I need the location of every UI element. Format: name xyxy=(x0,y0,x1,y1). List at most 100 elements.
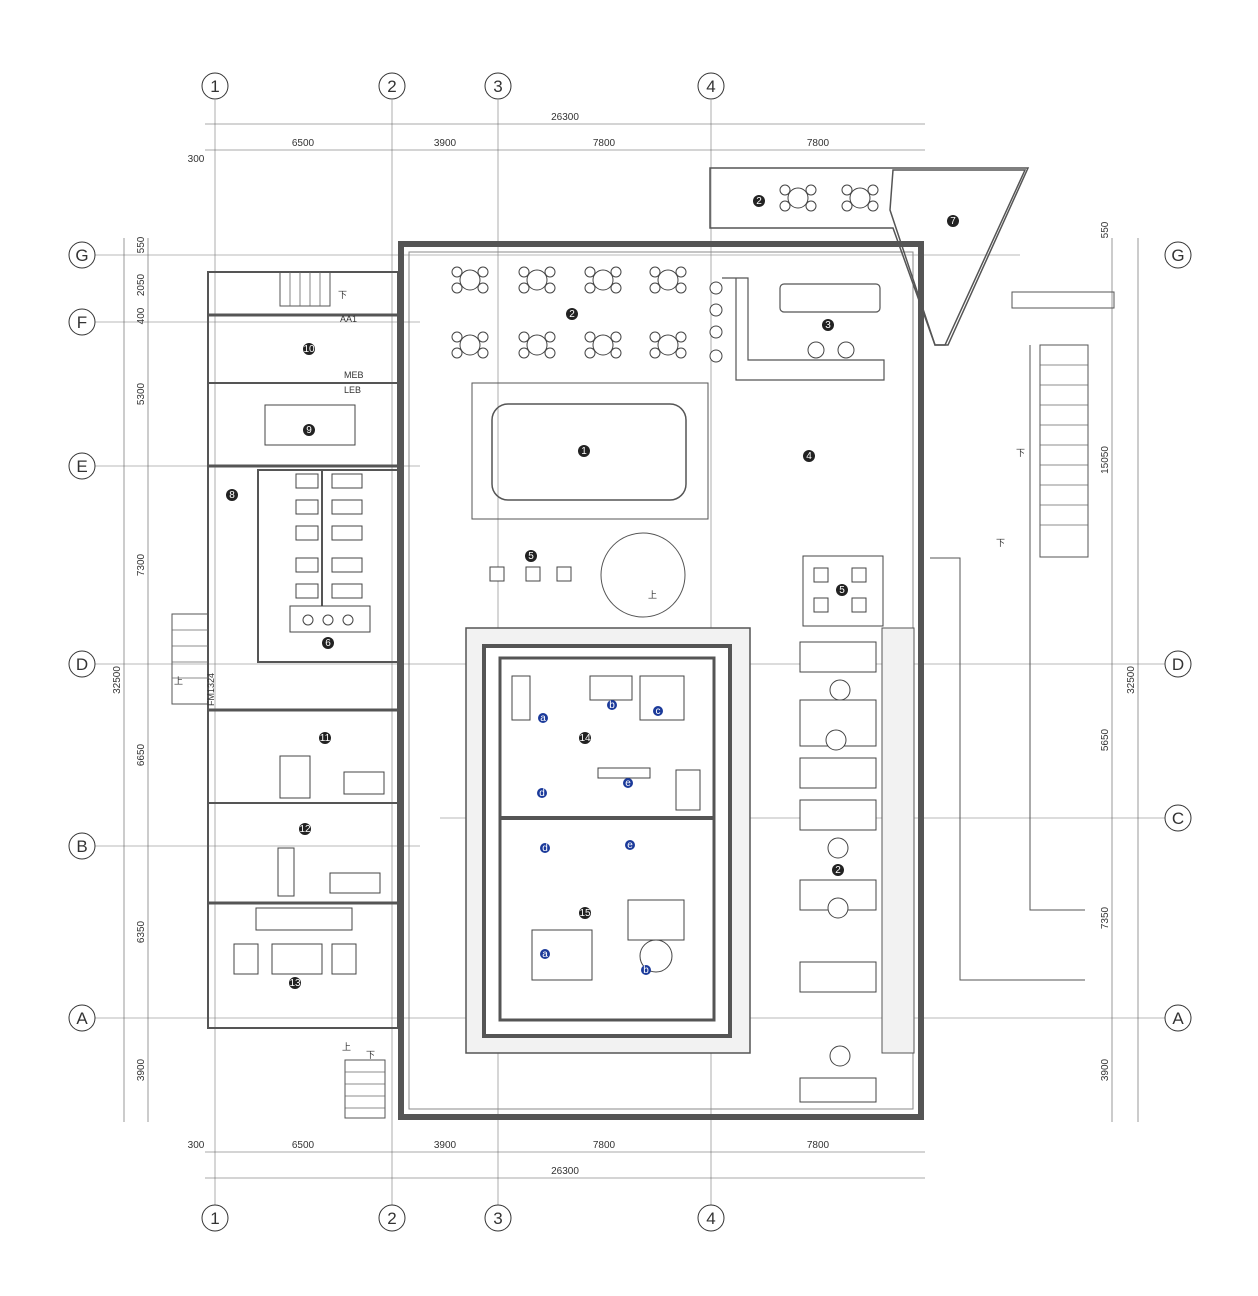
svg-text:B: B xyxy=(76,837,87,856)
dim-bottom-4: 7800 xyxy=(807,1140,830,1151)
room-marker-14: 14 xyxy=(579,732,591,744)
svg-text:4: 4 xyxy=(706,77,715,96)
dim-top-4: 7800 xyxy=(807,138,830,149)
stair-up-label-1: 上 xyxy=(648,590,657,600)
equipment-labels: AA1 MEB LEB FM1324 xyxy=(206,314,364,706)
stair-treads xyxy=(172,272,1088,1109)
dim-left-3: 5300 xyxy=(136,382,147,405)
svg-text:A: A xyxy=(1172,1009,1184,1028)
svg-text:A: A xyxy=(76,1009,88,1028)
axis-left-A: A xyxy=(68,1004,96,1032)
svg-text:C: C xyxy=(1172,809,1184,828)
axis-right-G: G xyxy=(1164,241,1192,269)
dim-bottom-2: 3900 xyxy=(434,1140,457,1151)
axis-left-D: D xyxy=(68,650,96,678)
room-marker-4: 4 xyxy=(803,450,815,462)
stair-up-label-2: 上 xyxy=(174,676,183,686)
dining-tables xyxy=(233,184,884,1103)
svg-text:G: G xyxy=(75,246,88,265)
dim-bottom-3: 7800 xyxy=(593,1140,616,1151)
room-markers: 1 2 2 2 3 4 5 5 6 7 8 9 10 11 12 13 14 1… xyxy=(226,195,959,989)
svg-text:8: 8 xyxy=(229,490,235,501)
svg-text:14: 14 xyxy=(579,733,591,744)
svg-text:12: 12 xyxy=(299,824,311,835)
axis-left-G: G xyxy=(68,241,96,269)
room-marker-15: 15 xyxy=(579,907,591,919)
dim-top-total: 26300 xyxy=(551,112,579,123)
svg-text:2: 2 xyxy=(569,309,575,320)
sub-markers: a b c d e d e a b xyxy=(537,700,663,976)
svg-text:4: 4 xyxy=(706,1209,715,1228)
svg-text:a: a xyxy=(542,949,548,960)
dim-top-3: 7800 xyxy=(593,138,616,149)
svg-text:3: 3 xyxy=(493,1209,502,1228)
stair-labels: 下 下 下 下 上 上 上 xyxy=(174,290,1025,1060)
dim-top-0: 300 xyxy=(188,154,205,165)
room-marker-2c: 2 xyxy=(832,864,844,876)
axis-left-B: B xyxy=(68,832,96,860)
sub-marker-d1: d xyxy=(537,788,547,799)
svg-text:15: 15 xyxy=(579,908,591,919)
svg-text:7: 7 xyxy=(950,216,956,227)
dim-top-1: 6500 xyxy=(292,138,315,149)
svg-text:6: 6 xyxy=(325,638,331,649)
room-marker-11: 11 xyxy=(319,732,331,744)
axis-left-E: E xyxy=(68,452,96,480)
dim-top-2: 3900 xyxy=(434,138,457,149)
svg-text:c: c xyxy=(656,706,661,717)
axis-left-F: F xyxy=(68,308,96,336)
svg-text:2: 2 xyxy=(387,1209,396,1228)
svg-text:5: 5 xyxy=(839,585,845,596)
svg-text:9: 9 xyxy=(306,425,312,436)
room-marker-12: 12 xyxy=(299,823,311,835)
dim-left-0: 550 xyxy=(136,236,147,253)
stair-down-label-4: 下 xyxy=(366,1050,375,1060)
dim-right-total: 32500 xyxy=(1126,666,1137,694)
dim-left-5: 6650 xyxy=(136,743,147,766)
axis-bottom-2: 2 xyxy=(378,1204,406,1232)
dim-right-1: 15050 xyxy=(1100,446,1111,474)
svg-text:d: d xyxy=(542,843,548,854)
svg-text:3: 3 xyxy=(825,320,831,331)
dim-left-7: 3900 xyxy=(136,1058,147,1081)
room-marker-10: 10 xyxy=(303,343,315,355)
sub-marker-d2: d xyxy=(540,843,550,854)
sub-marker-b2: b xyxy=(641,965,651,976)
svg-text:5: 5 xyxy=(528,551,534,562)
stair-down-label-2: 下 xyxy=(1016,448,1025,458)
axis-top-4: 4 xyxy=(697,72,725,100)
label-meb: MEB xyxy=(344,370,364,380)
sub-marker-a2: a xyxy=(540,949,550,960)
label-aa1: AA1 xyxy=(340,314,357,324)
dim-bottom-total: 26300 xyxy=(551,1166,579,1177)
svg-text:d: d xyxy=(539,788,545,799)
sub-marker-c1: c xyxy=(653,706,663,717)
room-marker-6: 6 xyxy=(322,637,334,649)
stair-down-label-1: 下 xyxy=(338,290,347,300)
svg-text:b: b xyxy=(609,700,615,711)
room-marker-8: 8 xyxy=(226,489,238,501)
room-marker-3: 3 xyxy=(822,319,834,331)
svg-text:E: E xyxy=(76,457,87,476)
svg-text:G: G xyxy=(1171,246,1184,265)
svg-text:11: 11 xyxy=(320,733,331,744)
axis-bottom-3: 3 xyxy=(484,1204,512,1232)
dim-right-3: 7350 xyxy=(1100,906,1111,929)
room-marker-2a: 2 xyxy=(566,308,578,320)
room-marker-9: 9 xyxy=(303,424,315,436)
svg-text:D: D xyxy=(1172,655,1184,674)
svg-text:3: 3 xyxy=(493,77,502,96)
dim-bottom-0: 300 xyxy=(188,1140,205,1151)
svg-text:e: e xyxy=(625,778,631,789)
sub-marker-e2: e xyxy=(625,840,635,851)
sub-marker-a1: a xyxy=(538,713,548,724)
dim-left-1: 2050 xyxy=(136,273,147,296)
label-leb: LEB xyxy=(344,385,361,395)
room-marker-7: 7 xyxy=(947,215,959,227)
sub-marker-b1: b xyxy=(607,700,617,711)
room-marker-1: 1 xyxy=(578,445,590,457)
axis-right-A: A xyxy=(1164,1004,1192,1032)
svg-text:2: 2 xyxy=(835,865,841,876)
svg-text:10: 10 xyxy=(303,344,315,355)
dim-right-2: 5650 xyxy=(1100,728,1111,751)
